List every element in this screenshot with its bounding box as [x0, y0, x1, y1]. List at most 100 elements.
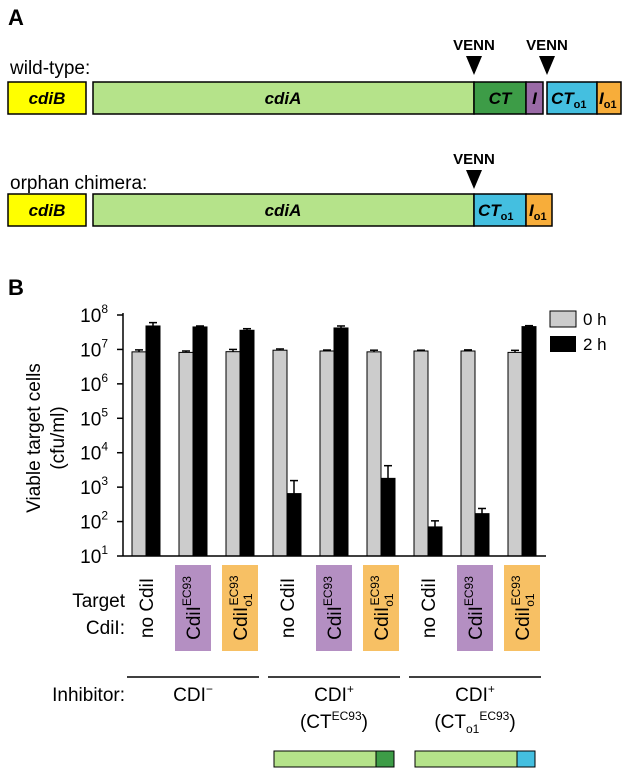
target-box-8 — [504, 565, 540, 651]
target-sup-7: EC93 — [462, 576, 476, 606]
ct-o1-label-orphan: CTo1 — [478, 201, 514, 223]
bar-0h-8 — [507, 351, 523, 557]
y-tick-label-2: 103 — [80, 474, 108, 499]
target-main-6: no CdiI — [419, 578, 440, 638]
y-axis-label: Viable target cells(cfu/ml) — [24, 363, 69, 513]
group-main-1: CDI — [314, 685, 347, 706]
target-main-1: CdiI — [184, 606, 205, 640]
target-sup-1: EC93 — [180, 576, 194, 606]
group-construct-post-1: ) — [362, 712, 368, 733]
group-sup-1: + — [347, 682, 354, 696]
bar-2h-3 — [286, 493, 302, 557]
venn-arrow-3 — [466, 170, 482, 189]
bar-2h-1 — [192, 326, 208, 557]
y-tick-base-1: 10 — [80, 513, 101, 534]
ct-o1-label-wt: CTo1 — [551, 89, 587, 111]
legend-swatch-2h — [550, 336, 576, 352]
i-o1-sub-wt: o1 — [604, 99, 617, 111]
target-label-3: no CdiI — [278, 578, 299, 638]
target-main-2: CdiI — [231, 607, 252, 641]
construct-bar-ct-1 — [375, 750, 395, 768]
cdia-label-orphan: cdiA — [265, 201, 302, 220]
target-box-2 — [222, 565, 258, 651]
y-tick-exp-7: 8 — [101, 302, 108, 316]
ct-o1-sub-orphan: o1 — [501, 211, 514, 223]
bar-0h-5 — [366, 351, 382, 557]
group-construct-post-2: ) — [509, 712, 515, 733]
y-tick-label-7: 108 — [80, 302, 108, 327]
bar-2h-7 — [474, 513, 490, 557]
i-o1-i-orphan: I — [529, 201, 535, 220]
target-label-line2: CdiI: — [86, 618, 125, 639]
ct-o1-box-orphan — [473, 193, 527, 227]
target-label-line1: Target — [72, 591, 126, 612]
cdia-box-wt — [92, 81, 475, 115]
venn-arrow-2 — [539, 56, 555, 75]
bar-2h-6 — [427, 526, 443, 557]
target-label-5: CdiIo1EC93 — [368, 575, 396, 641]
venn-marker-1: VENN — [453, 37, 495, 54]
i-o1-label-orphan: Io1 — [529, 201, 547, 223]
bar-0h-3 — [272, 349, 288, 557]
y-tick-base-7: 10 — [80, 306, 101, 327]
bar-2h-0 — [145, 325, 161, 557]
cdib-label-wt: cdiB — [29, 89, 66, 108]
bar-0h-0 — [131, 351, 147, 557]
i-o1-label-wt: Io1 — [599, 89, 617, 111]
cdib-box-wt — [7, 81, 87, 115]
target-main-0: no CdiI — [137, 578, 158, 638]
bar-0h-1 — [178, 351, 194, 557]
group-main-0: CDI — [173, 685, 206, 706]
y-tick-base-3: 10 — [80, 444, 101, 465]
y-tick-label-4: 105 — [80, 405, 108, 430]
group-label-1: CDI+ — [314, 682, 354, 706]
target-sup-2: EC93 — [227, 575, 241, 605]
i-o1-i-wt: I — [599, 89, 605, 108]
target-sub-5: o1 — [382, 593, 396, 607]
target-box-7 — [457, 565, 493, 651]
ct-o1-sub-wt: o1 — [574, 99, 587, 111]
ct-box-wt — [473, 81, 527, 115]
ct-o1-box-wt — [546, 81, 598, 115]
y-tick-exp-2: 3 — [101, 474, 108, 488]
target-main-3: no CdiI — [278, 578, 299, 638]
bar-2h-2 — [239, 329, 255, 557]
i-box-wt — [525, 81, 544, 115]
target-sub-8: o1 — [523, 593, 537, 607]
venn-marker-3: VENN — [453, 151, 495, 168]
y-tick-base-2: 10 — [80, 478, 101, 499]
group-label-0: CDI− — [173, 682, 213, 706]
target-label-7: CdiIEC93 — [462, 576, 487, 640]
target-sup-8: EC93 — [509, 575, 523, 605]
group-sup-2: + — [488, 682, 495, 696]
inhibitor-groups: CDI−CDI+(CTEC93)CDI+(CTo1EC93) — [127, 676, 541, 768]
target-label-2: CdiIo1EC93 — [227, 575, 255, 641]
venn-marker-2: VENN — [526, 37, 568, 54]
legend-swatch-0h — [549, 310, 577, 328]
group-construct-2: (CTo1EC93) — [434, 709, 515, 736]
target-box-4 — [316, 565, 352, 651]
i-o1-box-orphan — [525, 193, 553, 227]
y-tick-base-5: 10 — [80, 375, 101, 396]
inhibitor-label: Inhibitor: — [52, 685, 125, 706]
construct-bar-ct-2 — [516, 750, 536, 768]
target-sub-2: o1 — [241, 593, 255, 607]
wild-type-label: wild-type: — [9, 58, 90, 79]
y-tick-base-4: 10 — [80, 409, 101, 430]
y-axis-label-line2: (cfu/ml) — [48, 406, 69, 469]
y-tick-label-3: 104 — [80, 440, 108, 465]
target-label-0: no CdiI — [137, 578, 158, 638]
venn-arrow-1 — [466, 56, 482, 75]
target-box-1 — [175, 565, 211, 651]
cdib-box-orphan — [7, 193, 87, 227]
bar-2h-4 — [333, 327, 349, 557]
y-tick-label-6: 107 — [80, 336, 108, 361]
y-tick-label-1: 102 — [80, 509, 108, 534]
group-construct-sup-2: EC93 — [479, 709, 509, 723]
target-label-8: CdiIo1EC93 — [509, 575, 537, 641]
target-main-7: CdiI — [466, 606, 487, 640]
group-construct-sup-1: EC93 — [332, 709, 362, 723]
y-tick-base-6: 10 — [80, 340, 101, 361]
